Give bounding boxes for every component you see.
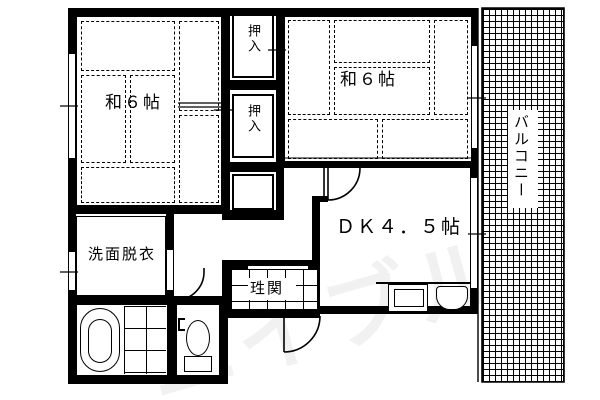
toilet-paper-holder-icon <box>178 318 185 320</box>
wall-bath-toilet <box>168 300 176 382</box>
wall-storage-right <box>276 168 284 216</box>
bathtub-icon <box>80 308 120 372</box>
wall-storage-bottom <box>222 210 284 220</box>
wall-top-right <box>276 8 478 16</box>
toilet-tank-icon <box>184 356 212 372</box>
wall-dk-left <box>312 196 320 314</box>
wall-top-left <box>68 8 228 16</box>
wall-left-upper <box>68 8 76 56</box>
wall-bottom-bath <box>68 376 228 384</box>
balcony-label: バルコニー <box>512 114 530 199</box>
room-washroom <box>76 216 166 296</box>
wall-left-washroom-a <box>68 212 76 254</box>
sliding-window-left-washitsu[interactable] <box>68 54 76 158</box>
tatami-mat <box>179 21 219 111</box>
wall-closet-right-2 <box>276 84 284 168</box>
bathtub-inner <box>88 319 112 363</box>
tatami-mat <box>130 75 175 163</box>
kitchen-sink-icon <box>436 286 468 310</box>
tatami-mat <box>288 119 378 159</box>
room-washitsu-right <box>284 16 472 162</box>
sliding-window-right-dk[interactable] <box>470 178 478 288</box>
wall-genkan-top <box>222 260 320 268</box>
closet-label-lower: 押入 <box>245 104 260 134</box>
tatami-mat <box>81 21 175 71</box>
wall-top-closet <box>228 8 280 16</box>
toilet-paper-holder-base <box>178 329 185 331</box>
tatami-mat <box>382 119 468 159</box>
line-hall-right <box>318 196 320 216</box>
room-label-washroom: 洗面脱衣 <box>88 245 157 263</box>
line-kitchen-counter <box>376 282 470 284</box>
genkan-step-line <box>248 266 308 269</box>
wall-toilet-right <box>220 300 228 382</box>
wall-right-upper <box>470 8 478 48</box>
wall-right-lower <box>470 286 478 314</box>
wall-closet-right <box>276 8 284 84</box>
tatami-mat <box>334 67 430 115</box>
wall-washroom-right-2 <box>166 288 174 304</box>
cooktop-icon <box>388 284 428 312</box>
tatami-mat <box>288 20 330 115</box>
wall-closet-left <box>222 8 230 220</box>
sliding-door-washroom[interactable] <box>166 250 174 290</box>
tatami-mat <box>334 20 430 63</box>
closet-label-upper: 押入 <box>245 24 260 54</box>
cooktop-burner <box>394 289 424 307</box>
wall-left-upper-2 <box>68 156 76 222</box>
room-label-washitsu-right: 和６帖 <box>340 70 397 90</box>
wall-genkan-bottom <box>222 310 320 318</box>
closet-oshiire-lower <box>232 94 274 158</box>
tatami-mat <box>434 20 468 115</box>
wall-below-closets <box>222 162 284 172</box>
wall-left-bath <box>68 300 76 384</box>
room-label-washitsu-left: 和６帖 <box>105 93 162 113</box>
wall-between-closets <box>222 80 284 90</box>
shower-floor-tiles <box>124 306 166 374</box>
room-label-genkan: 珄関 <box>250 279 285 297</box>
tatami-mat <box>81 167 175 203</box>
storage-bottom <box>232 174 274 210</box>
wall-under-left-washitsu <box>68 206 228 214</box>
room-washitsu-left <box>76 16 222 206</box>
room-label-dk: ＤＫ４．５帖 <box>336 216 463 238</box>
wall-washroom-bath <box>68 296 228 304</box>
wall-washroom-right <box>166 212 174 252</box>
sliding-window-left-washroom[interactable] <box>68 252 76 290</box>
closet-oshiire-upper <box>232 14 274 78</box>
tatami-mat <box>179 115 219 203</box>
tatami-mat <box>81 75 126 163</box>
genkan-label-backing <box>248 278 296 300</box>
toilet-icon <box>186 320 210 356</box>
wall-genkan-left <box>222 260 230 318</box>
toilet-paper-holder-stem <box>178 318 180 330</box>
